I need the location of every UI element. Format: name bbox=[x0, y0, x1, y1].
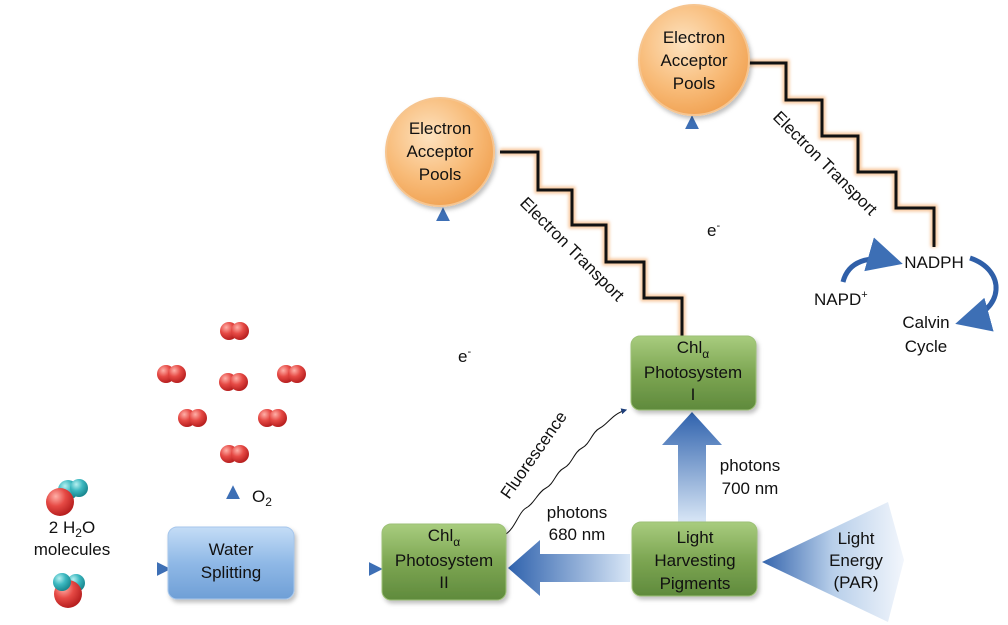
light-energy-cone bbox=[762, 502, 904, 622]
water-input-label: 2 H2O bbox=[49, 518, 95, 540]
photosystem-ii-label-line2: Photosystem bbox=[395, 551, 493, 570]
nadph-label: NADPH bbox=[904, 253, 964, 272]
pool-left-label: Electron bbox=[409, 119, 471, 138]
oxygen-molecule bbox=[277, 365, 306, 383]
electron-transport-left-staircase bbox=[500, 148, 686, 337]
light-energy-label-line2: Energy bbox=[829, 551, 883, 570]
light-harvesting-label: Light bbox=[677, 528, 714, 547]
electron-acceptor-pool-right bbox=[638, 4, 750, 116]
water-input-label-line2: molecules bbox=[34, 540, 111, 559]
water-molecule-top bbox=[46, 479, 88, 516]
photosystem-i-box bbox=[630, 335, 757, 411]
water-splitting-label: Water bbox=[209, 540, 254, 559]
calvin-cycle-label: Calvin bbox=[902, 313, 949, 332]
photosystem-i-label: Chlα bbox=[677, 338, 710, 361]
electron-right-label: e- bbox=[707, 220, 720, 240]
oxygen-molecule bbox=[219, 373, 248, 391]
light-energy-label: Light bbox=[838, 529, 875, 548]
napd-label: NAPD+ bbox=[814, 289, 868, 309]
calvin-cycle-label-line2: Cycle bbox=[905, 337, 948, 356]
oxygen-molecule bbox=[220, 445, 249, 463]
fluorescence-label: Fluorescence bbox=[497, 408, 571, 503]
photons-680-arrow bbox=[508, 540, 630, 596]
photosystem-ii-label-line3: II bbox=[439, 573, 448, 592]
photons-700-label: photons bbox=[720, 456, 781, 475]
oxygen-molecule bbox=[220, 322, 249, 340]
oxygen-molecule bbox=[258, 409, 287, 427]
photosystem-i-label-line3: I bbox=[691, 385, 696, 404]
pool-left-label-line3: Pools bbox=[419, 165, 462, 184]
electron-acceptor-pool-left bbox=[385, 97, 495, 207]
fluorescence-wave bbox=[505, 408, 628, 535]
water-splitting-label-line2: Splitting bbox=[201, 563, 261, 582]
electron-transport-right-staircase bbox=[748, 59, 938, 247]
photosystem-ii-box bbox=[381, 523, 507, 601]
pool-right-label-line3: Pools bbox=[673, 74, 716, 93]
water-molecule-bottom bbox=[53, 573, 85, 608]
photons-680-label: photons bbox=[547, 503, 608, 522]
pool-right-label: Electron bbox=[663, 28, 725, 47]
photons-700-label-line2: 700 nm bbox=[722, 479, 779, 498]
photons-680-label-line2: 680 nm bbox=[549, 525, 606, 544]
photosystem-ii-label: Chlα bbox=[428, 526, 461, 549]
pool-right-label-line2: Acceptor bbox=[660, 51, 727, 70]
light-harvesting-label-line3: Pigments bbox=[660, 574, 731, 593]
light-harvesting-label-line2: Harvesting bbox=[654, 551, 735, 570]
water-splitting-box bbox=[167, 526, 295, 600]
photosystem-i-label-line2: Photosystem bbox=[644, 363, 742, 382]
nadph-to-calvin-arrow bbox=[955, 255, 999, 332]
photons-700-arrow bbox=[662, 412, 722, 522]
light-energy-label-line3: (PAR) bbox=[833, 573, 878, 592]
pool-left-label-line2: Acceptor bbox=[406, 142, 473, 161]
oxygen-molecule bbox=[178, 409, 207, 427]
oxygen-molecule bbox=[157, 365, 186, 383]
oxygen-label: O2 bbox=[252, 487, 272, 509]
light-harvesting-box bbox=[631, 521, 758, 597]
napd-to-nadph-arrow bbox=[840, 237, 903, 283]
electron-left-label: e- bbox=[458, 346, 471, 366]
